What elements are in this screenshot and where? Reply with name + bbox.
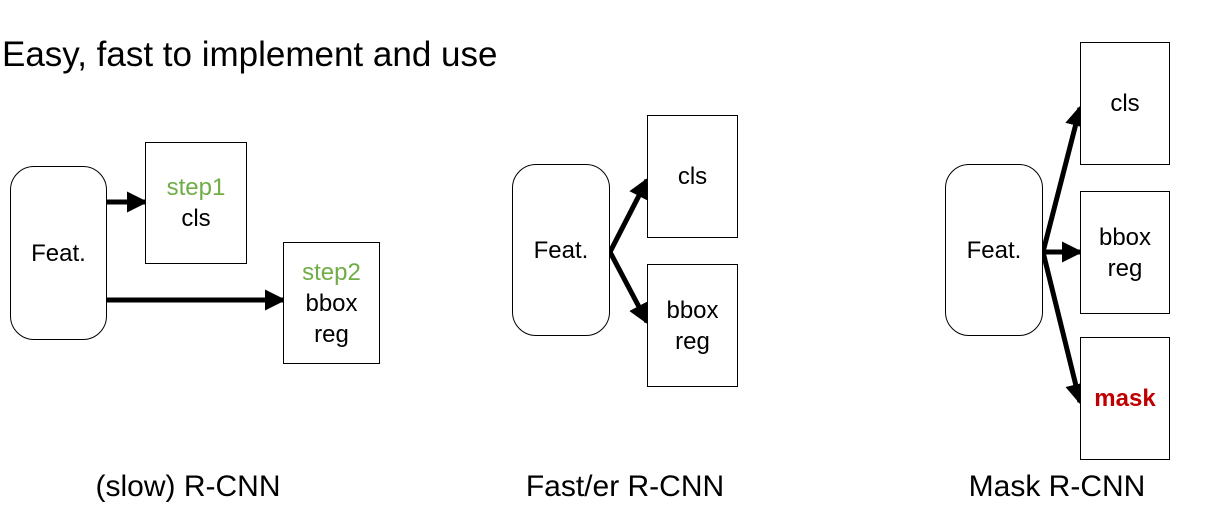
fast-rcnn-bbox-label: bbox (666, 296, 719, 324)
mask-rcnn-mask-label: mask (1094, 385, 1156, 412)
fast-rcnn-reg-label: reg (675, 327, 710, 355)
fast-rcnn-caption: Fast/er R-CNN (525, 470, 725, 503)
arrow-fast-feat-to-cls (607, 177, 650, 254)
mask-rcnn-feat-box: Feat. (945, 164, 1043, 336)
fast-rcnn-bbox-box: bbox reg (647, 264, 738, 387)
slow-rcnn-bbox-label: bbox (305, 289, 358, 317)
arrow-mask-feat-to-cls (1040, 105, 1086, 253)
slow-rcnn-caption: (slow) R-CNN (95, 470, 281, 503)
slow-rcnn-step1-cls-box: step1 cls (145, 142, 247, 264)
slow-rcnn-feat-label: Feat. (31, 239, 86, 267)
slow-rcnn-step2-bbox-box: step2 bbox reg (283, 242, 380, 364)
mask-rcnn-reg-label: reg (1107, 254, 1143, 282)
slow-rcnn-cls-label: cls (181, 205, 211, 232)
mask-rcnn-bbox-label: bbox (1098, 223, 1152, 251)
arrow-mask-feat-to-mask (1040, 251, 1086, 405)
fast-rcnn-feat-box: Feat. (512, 164, 610, 336)
mask-rcnn-cls-label: cls (1110, 90, 1140, 117)
fast-rcnn-feat-label: Feat. (533, 236, 589, 264)
slow-rcnn-step2-label: step2 (302, 258, 361, 286)
slow-rcnn-step1-label: step1 (166, 174, 226, 201)
slow-rcnn-feat-box: Feat. (10, 166, 107, 340)
arrow-fast-feat-to-bbox (607, 250, 650, 325)
fast-rcnn-cls-label: cls (677, 163, 708, 190)
mask-rcnn-bbox-box: bbox reg (1080, 191, 1170, 314)
mask-rcnn-cls-box: cls (1080, 42, 1170, 165)
mask-rcnn-mask-box: mask (1080, 337, 1170, 460)
slow-rcnn-reg-label: reg (314, 320, 349, 348)
fast-rcnn-cls-box: cls (647, 115, 738, 238)
mask-rcnn-caption: Mask R-CNN (968, 470, 1146, 503)
slide-title: Easy, fast to implement and use (2, 35, 498, 74)
mask-rcnn-feat-label: Feat. (966, 236, 1022, 264)
